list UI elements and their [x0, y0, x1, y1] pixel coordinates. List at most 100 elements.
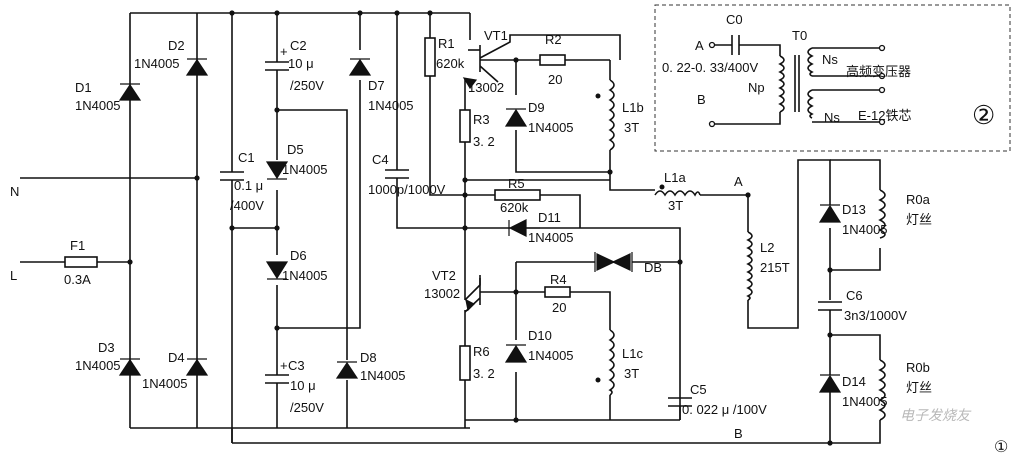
inductor-l1b: L1b 3T: [595, 79, 644, 151]
transistor-vt1-value: 13002: [468, 80, 504, 95]
capacitor-c2-value2: /250V: [290, 78, 324, 93]
filament-r0b-name: R0b: [906, 360, 930, 375]
figure-number: ①: [994, 439, 1008, 453]
wiring: [20, 12, 881, 444]
inductor-l1a-value: 3T: [668, 198, 683, 213]
capacitor-c4: C4 1000p/1000V: [368, 152, 446, 197]
transistor-vt1-name: VT1: [484, 28, 508, 43]
diode-d10-value: 1N4005: [528, 348, 574, 363]
transistor-vt2-value: 13002: [424, 286, 460, 301]
diac-db: DB: [594, 252, 662, 275]
capacitor-c2: + C2 10 μ /250V: [265, 38, 324, 93]
resistor-r2-name: R2: [545, 32, 562, 47]
capacitor-c6-name: C6: [846, 288, 863, 303]
diode-d5-value: 1N4005: [282, 162, 328, 177]
diode-d14-name: D14: [842, 374, 866, 389]
diode-d5: D5 1N4005: [265, 142, 328, 180]
diode-d9: D9 1N4005: [504, 100, 574, 135]
inset-t0-name: T0: [792, 28, 807, 43]
capacitor-c2-name: C2: [290, 38, 307, 53]
inset-c0-value: 0. 22-0. 33/400V: [662, 60, 758, 75]
inset-ns1-label: Ns: [822, 52, 838, 67]
diac-db-name: DB: [644, 260, 662, 275]
inset-number: ②: [972, 100, 995, 130]
diode-d14: D14 1N4005: [818, 374, 888, 413]
capacitor-c5: C5 0. 022 μ /100V: [668, 382, 767, 420]
filament-r0a-desc: 灯丝: [906, 212, 932, 227]
resistor-r2-value: 20: [548, 72, 562, 87]
diode-d7-value: 1N4005: [368, 98, 414, 113]
diode-d2-name: D2: [168, 38, 185, 53]
capacitor-c3-plus: +: [280, 358, 288, 373]
resistor-r1-name: R1: [438, 36, 455, 51]
diode-d10: D10 1N4005: [504, 328, 574, 363]
inductor-l1b-name: L1b: [622, 100, 644, 115]
diode-d7: D7 1N4005: [348, 58, 414, 113]
filament-r0b-desc: 灯丝: [906, 380, 932, 395]
transistor-vt2-name: VT2: [432, 268, 456, 283]
diode-d4-value: 1N4005: [142, 376, 188, 391]
capacitor-c2-plus: +: [280, 44, 288, 59]
inductor-l1c: L1c 3T: [595, 329, 643, 396]
inductor-l1a: L1a 3T: [654, 170, 701, 213]
capacitor-c3-value1: 10 μ: [290, 378, 316, 393]
inset-ns2-label: Ns: [824, 110, 840, 125]
fuse-f1-name: F1: [70, 238, 85, 253]
resistor-r1: R1 620k: [424, 36, 465, 77]
diode-d2: D2 1N4005: [134, 38, 209, 76]
watermark: 电子发烧友: [900, 407, 972, 423]
inductor-l1c-name: L1c: [622, 346, 643, 361]
resistor-r6-name: R6: [473, 344, 490, 359]
resistor-r5-value: 620k: [500, 200, 529, 215]
diode-d14-value: 1N4005: [842, 394, 888, 409]
diode-d8-name: D8: [360, 350, 377, 365]
inset-np-label: Np: [748, 80, 765, 95]
transistor-vt2: VT2 13002: [424, 268, 481, 313]
node-b-label: B: [734, 426, 743, 441]
inset-t0-desc: 高频变压器: [846, 64, 911, 79]
resistor-r3-name: R3: [473, 112, 490, 127]
resistor-r3: R3 3. 2: [459, 109, 495, 149]
resistor-r4-value: 20: [552, 300, 566, 315]
diode-d4-name: D4: [168, 350, 185, 365]
resistor-r6: R6 3. 2: [459, 344, 495, 381]
fuse-f1: F1 0.3A: [64, 238, 98, 287]
resistor-r4-name: R4: [550, 272, 567, 287]
capacitor-c3: + C3 10 μ /250V: [265, 358, 324, 415]
inset-core-label: E-12铁芯: [858, 108, 911, 123]
inductor-l2-value: 215T: [760, 260, 790, 275]
diode-d8: D8 1N4005: [335, 350, 406, 383]
capacitor-c6: C6 3n3/1000V: [818, 288, 907, 323]
capacitor-c5-value: 0. 022 μ /100V: [682, 402, 767, 417]
inset-node-a-label: A: [695, 38, 704, 53]
diode-d11: D11 1N4005: [508, 210, 574, 245]
resistor-r5-name: R5: [508, 176, 525, 191]
diode-d13-value: 1N4005: [842, 222, 888, 237]
diode-d9-value: 1N4005: [528, 120, 574, 135]
node-n-label: N: [10, 184, 19, 199]
diode-d3-value: 1N4005: [75, 358, 121, 373]
diode-d8-value: 1N4005: [360, 368, 406, 383]
resistor-r2: R2 20: [539, 32, 566, 87]
diode-d13-name: D13: [842, 202, 866, 217]
fuse-f1-value: 0.3A: [64, 272, 91, 287]
diode-d6-name: D6: [290, 248, 307, 263]
diode-d11-name: D11: [538, 210, 561, 225]
resistor-r5: R5 620k: [494, 176, 541, 215]
resistor-r6-value: 3. 2: [473, 366, 495, 381]
diode-d6: D6 1N4005: [265, 248, 328, 283]
inductor-l1c-value: 3T: [624, 366, 639, 381]
diode-d1-name: D1: [75, 80, 92, 95]
node-l-label: L: [10, 268, 17, 283]
capacitor-c4-value: 1000p/1000V: [368, 182, 446, 197]
diode-d13: D13 1N4005: [818, 202, 888, 237]
capacitor-c3-value2: /250V: [290, 400, 324, 415]
inductor-l2-name: L2: [760, 240, 774, 255]
diode-d3: D3 1N4005: [75, 340, 142, 376]
diode-d4: D4 1N4005: [142, 350, 209, 391]
diode-d1-value: 1N4005: [75, 98, 121, 113]
capacitor-c6-value: 3n3/1000V: [844, 308, 907, 323]
diode-d5-name: D5: [287, 142, 304, 157]
filament-r0a: R0a 灯丝: [878, 189, 932, 239]
diode-d1: D1 1N4005: [75, 80, 142, 113]
